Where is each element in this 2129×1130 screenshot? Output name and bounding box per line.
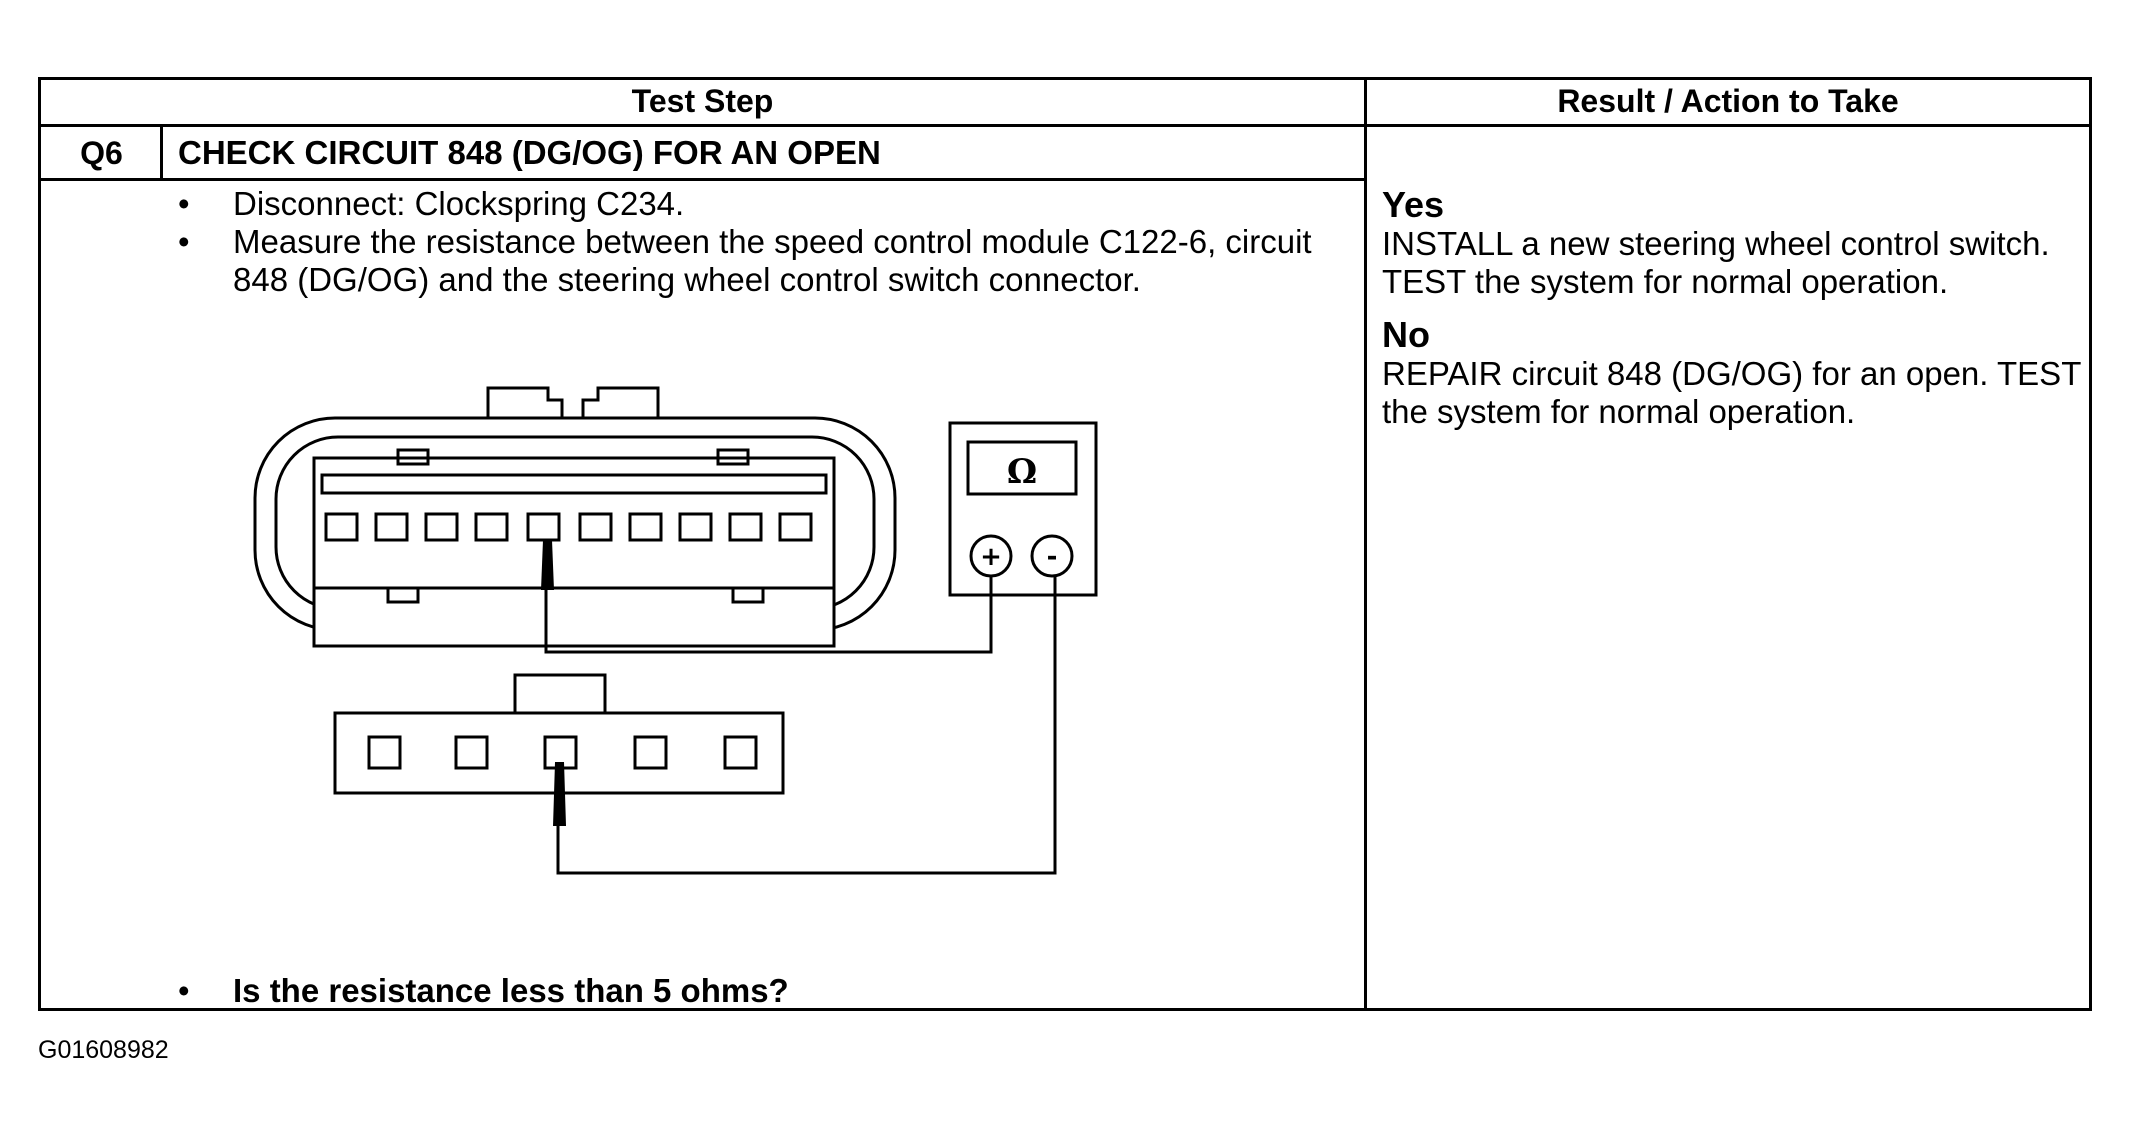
result-column: Yes INSTALL a new steering wheel control… — [1382, 185, 2082, 445]
step-title: CHECK CIRCUIT 848 (DG/OG) FOR AN OPEN — [178, 134, 881, 171]
result-no-action: REPAIR circuit 848 (DG/OG) for an open. … — [1382, 355, 2081, 430]
instruction-item: Disconnect: Clockspring C234. — [178, 185, 1338, 223]
step-id: Q6 — [80, 135, 123, 171]
test-probes — [541, 540, 566, 826]
result-no-label: No — [1382, 314, 1430, 355]
module-connector — [253, 386, 897, 648]
ohm-symbol: Ω — [1007, 452, 1037, 492]
result-yes-label: Yes — [1382, 184, 1445, 225]
result-yes-action: INSTALL a new steering wheel control swi… — [1382, 225, 2050, 300]
instruction-list: Disconnect: Clockspring C234. Measure th… — [178, 185, 1338, 299]
plus-terminal-icon: + — [980, 542, 1002, 572]
step-title-divider — [38, 178, 1367, 181]
instruction-item: Measure the resistance between the speed… — [178, 223, 1338, 299]
column-divider — [1364, 77, 1367, 1011]
minus-terminal-icon: - — [1047, 542, 1058, 572]
header-result-action: Result / Action to Take — [1557, 83, 1899, 119]
test-step-table — [38, 77, 2092, 1011]
result-yes: Yes INSTALL a new steering wheel control… — [1382, 185, 2082, 301]
step-id-divider — [160, 124, 163, 180]
connector-pins — [324, 512, 813, 542]
figure-id: G01608982 — [38, 1036, 169, 1064]
result-no: No REPAIR circuit 848 (DG/OG) for an ope… — [1382, 315, 2082, 431]
header-divider — [38, 124, 2092, 127]
test-leads — [544, 560, 1057, 875]
test-question: Is the resistance less than 5 ohms? — [178, 972, 789, 1010]
header-test-step: Test Step — [631, 83, 774, 119]
ohmmeter — [948, 421, 1098, 597]
